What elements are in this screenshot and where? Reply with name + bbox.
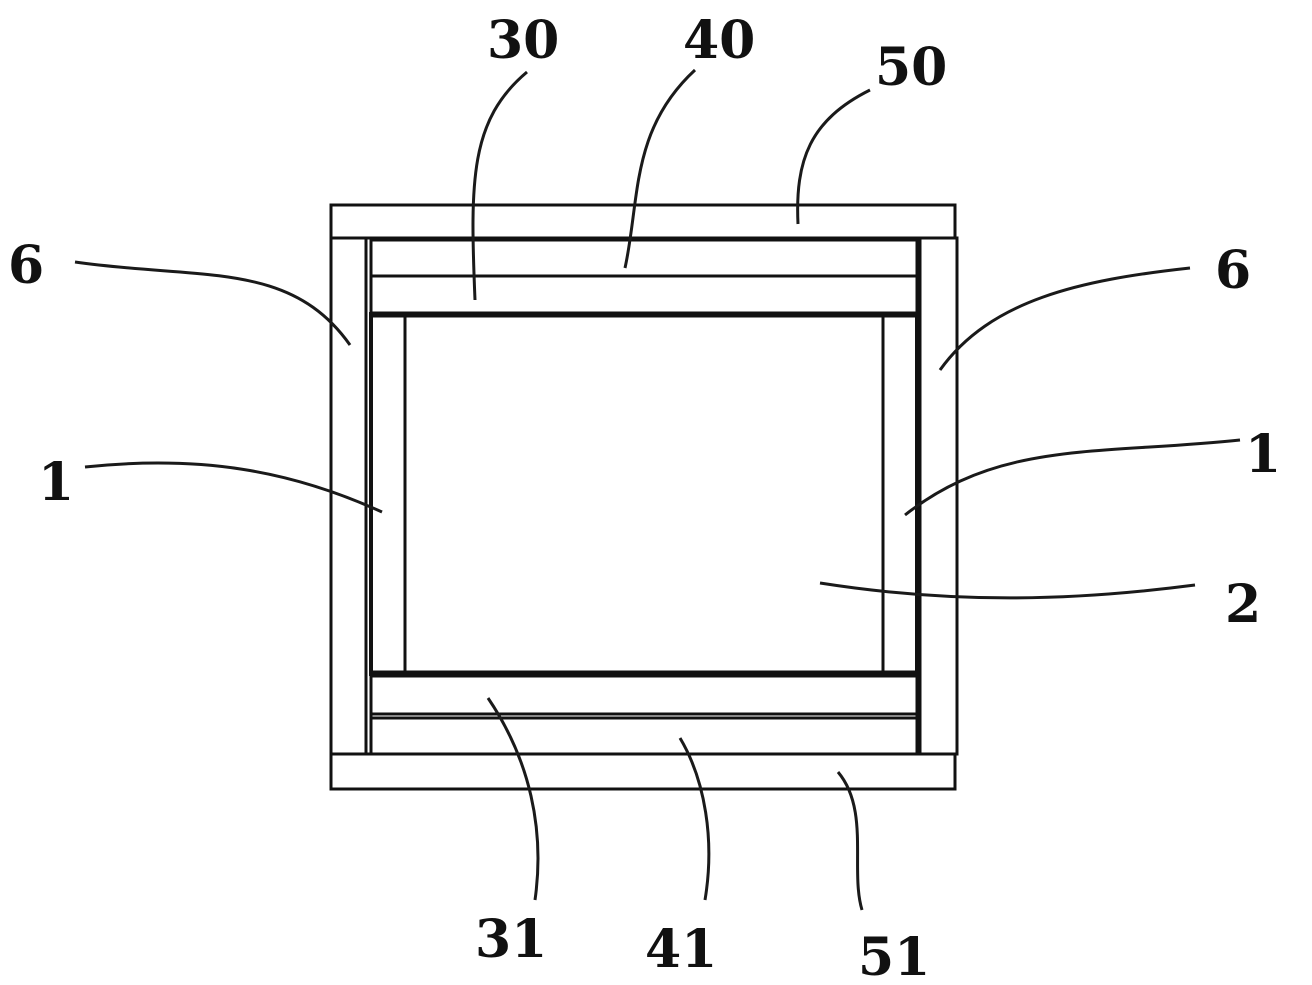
bottom-layer-41 (369, 716, 919, 756)
top-layer-30 (369, 274, 919, 315)
right-side-layer-1 (881, 314, 919, 674)
core-frame (369, 312, 919, 676)
core-layer-2 (403, 314, 885, 674)
label-30: 30 (487, 10, 559, 71)
leader-50 (796, 88, 871, 225)
leader-31 (486, 697, 540, 901)
bottom-layer-31 (369, 674, 919, 716)
label-41: 41 (645, 919, 717, 980)
leader-41 (678, 737, 711, 901)
leader-right-6 (938, 266, 1191, 371)
top-layer-40 (369, 238, 919, 278)
label-right-1: 1 (1245, 424, 1281, 485)
label-51: 51 (858, 927, 930, 985)
right-wall-layer-6 (918, 236, 959, 756)
label-50: 50 (875, 37, 947, 98)
label-left-6: 6 (8, 235, 44, 296)
leader-left-6 (74, 260, 352, 346)
top-casing-layer-50 (329, 203, 957, 240)
bottom-casing-layer-51 (329, 752, 957, 791)
label-right-2: 2 (1225, 574, 1261, 635)
leader-right-2 (819, 581, 1196, 600)
leader-40 (623, 68, 697, 269)
leader-left-1 (84, 461, 383, 514)
label-40: 40 (683, 10, 755, 71)
label-left-1: 1 (38, 452, 74, 513)
leader-30 (471, 70, 528, 301)
label-right-6: 6 (1215, 240, 1251, 301)
leader-51 (836, 771, 864, 911)
left-side-layer-1 (369, 314, 407, 674)
left-wall-layer-6 (329, 236, 368, 756)
label-31: 31 (475, 909, 547, 970)
leader-right-1 (904, 438, 1241, 517)
